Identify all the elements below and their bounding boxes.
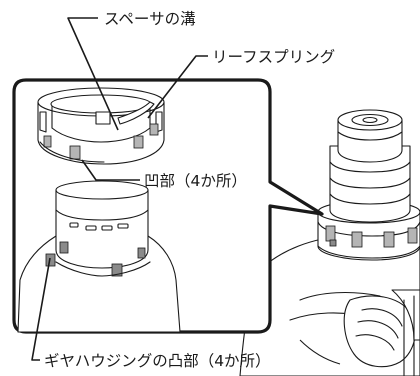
gear-housing-boss	[59, 241, 69, 254]
label-leaf-spring: リーフスプリング	[212, 48, 335, 66]
leader-gear-boss	[31, 257, 51, 361]
label-spacer-groove: スペーサの溝	[104, 10, 196, 28]
label-gear-housing-boss: ギヤハウジングの凸部（4か所）	[44, 352, 271, 370]
recess	[69, 145, 81, 160]
leader-leaf-spring	[147, 55, 208, 119]
tool-body	[239, 109, 420, 376]
gear-housing	[17, 180, 181, 333]
leader-recess	[81, 159, 140, 181]
recess	[149, 123, 159, 136]
leader-spacer-groove	[67, 17, 119, 131]
spacer-ring	[37, 87, 165, 165]
leaf-spring	[117, 101, 155, 125]
gear-housing-boss	[111, 263, 123, 277]
gear-housing-boss	[137, 247, 146, 259]
recess	[133, 135, 144, 149]
gear-housing-boss	[45, 253, 56, 267]
leader-lines	[31, 17, 208, 361]
label-recess: 凹部（4か所）	[144, 172, 247, 190]
recess	[43, 135, 52, 148]
detail-callout	[12, 78, 324, 334]
